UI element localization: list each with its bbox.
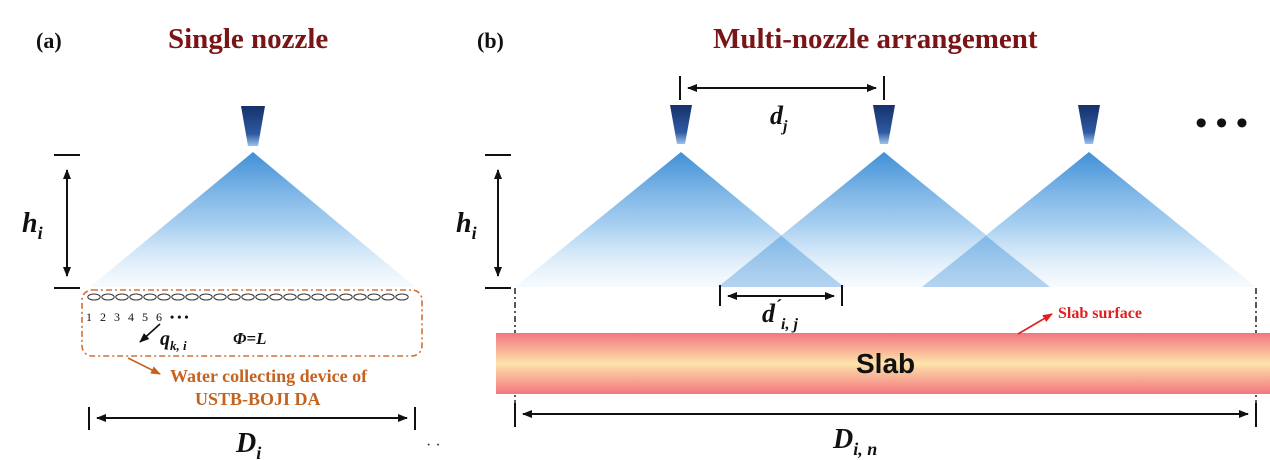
spray-cone <box>90 152 415 287</box>
height-label: hi <box>456 208 477 243</box>
overlap-dimension <box>719 285 843 306</box>
collecting-tube <box>213 293 227 349</box>
collecting-tube <box>381 293 395 349</box>
slab-body <box>496 333 1270 394</box>
panel-a-title: Single nozzle <box>168 23 328 55</box>
collecting-tube <box>171 293 185 349</box>
spray-overlap <box>922 236 1050 287</box>
collecting-tube <box>283 293 297 349</box>
tube-number: 4 <box>128 310 134 324</box>
spray-overlap <box>718 236 844 287</box>
device-label-line2: USTB-BOJI DA <box>195 389 321 409</box>
collecting-tube <box>255 293 269 349</box>
collecting-tube <box>115 293 129 349</box>
collecting-tube <box>199 293 213 349</box>
collecting-tubes <box>87 293 409 349</box>
more-nozzles-ellipsis: • • • <box>1195 105 1248 142</box>
width-label: Di <box>235 428 261 460</box>
slab-surface-arrow <box>1017 313 1053 335</box>
tube-number: 6 <box>156 310 162 324</box>
collecting-tube <box>101 293 115 349</box>
nozzle-icon <box>1078 105 1100 144</box>
height-label: hi <box>22 208 43 243</box>
flow-arrow <box>139 323 161 343</box>
nozzle-icon <box>241 106 265 146</box>
panel-a: (a) Single nozzle hi 1 2 3 4 5 6 • • • q… <box>22 23 441 460</box>
nozzle-spacing-label: dj <box>770 101 788 135</box>
panel-a-label: (a) <box>36 28 62 53</box>
stray-dots: · · <box>426 437 441 454</box>
device-pointer-arrow <box>127 357 161 375</box>
collecting-tube <box>325 293 339 349</box>
collecting-tube <box>339 293 353 349</box>
collecting-tube <box>395 293 409 349</box>
tube-number: 1 <box>86 310 92 324</box>
collecting-tube <box>311 293 325 349</box>
spray-cone <box>922 152 1256 287</box>
phi-label: Φ=L <box>233 329 267 348</box>
collecting-tube <box>297 293 311 349</box>
device-label-line1: Water collecting device of <box>170 366 368 386</box>
collecting-tube <box>227 293 241 349</box>
nozzle-icon <box>670 105 692 144</box>
collecting-tube <box>367 293 381 349</box>
collecting-tube <box>87 293 101 349</box>
nozzle-icon <box>873 105 895 144</box>
overlap-label: d´i, j <box>762 296 798 333</box>
collecting-device-frame <box>81 289 423 357</box>
tube-number: 2 <box>100 310 106 324</box>
panel-b-title: Multi-nozzle arrangement <box>713 23 1038 55</box>
flow-label: qk, i <box>160 328 187 353</box>
width-dimension <box>88 407 416 430</box>
tube-number: 5 <box>142 310 148 324</box>
collecting-tube <box>269 293 283 349</box>
collecting-tube <box>157 293 171 349</box>
total-width-dimension <box>514 403 1257 427</box>
total-width-label: Di, n <box>832 424 877 459</box>
panel-b-label: (b) <box>477 28 504 53</box>
collecting-tube <box>185 293 199 349</box>
slab-label: Slab <box>856 348 915 379</box>
collecting-tube <box>241 293 255 349</box>
nozzle-spacing-dimension <box>679 76 885 100</box>
slab-surface-label: Slab surface <box>1058 305 1142 322</box>
collecting-tube <box>353 293 367 349</box>
panel-b: (b) Multi-nozzle arrangement dj • • • hi <box>456 23 1270 459</box>
tube-number: 3 <box>114 310 120 324</box>
tube-ellipsis: • • • <box>170 310 189 324</box>
height-dimension <box>485 154 511 289</box>
height-dimension <box>54 154 80 289</box>
